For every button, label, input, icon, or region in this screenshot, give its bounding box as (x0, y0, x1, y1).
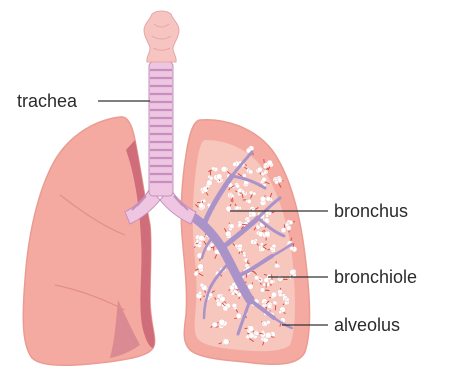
alveolus (267, 302, 273, 309)
alveolus (242, 252, 246, 258)
alveolus (225, 231, 231, 239)
trachea-label: trachea (17, 92, 77, 110)
alveolus (254, 276, 259, 281)
left-lung (23, 117, 154, 365)
alveolus (221, 166, 228, 172)
alveolus (236, 313, 242, 319)
alveolus (264, 278, 269, 283)
trachea-tube (149, 62, 173, 196)
alveolus (260, 196, 266, 205)
alveolus (277, 275, 283, 281)
alveolus (254, 330, 259, 335)
alveolus (260, 288, 265, 293)
alveolus-label: alveolus (334, 316, 400, 334)
alveolus (200, 199, 206, 203)
bronchiole-label: bronchiole (334, 268, 417, 286)
trachea-rings (150, 70, 172, 182)
bronchus-label: bronchus (334, 202, 408, 220)
alveolus (194, 271, 199, 277)
alveolus (238, 244, 243, 252)
alveolus (270, 280, 275, 284)
alveolus (237, 221, 242, 228)
alveolus (281, 228, 286, 233)
alveolus (248, 284, 254, 290)
larynx (144, 11, 179, 62)
